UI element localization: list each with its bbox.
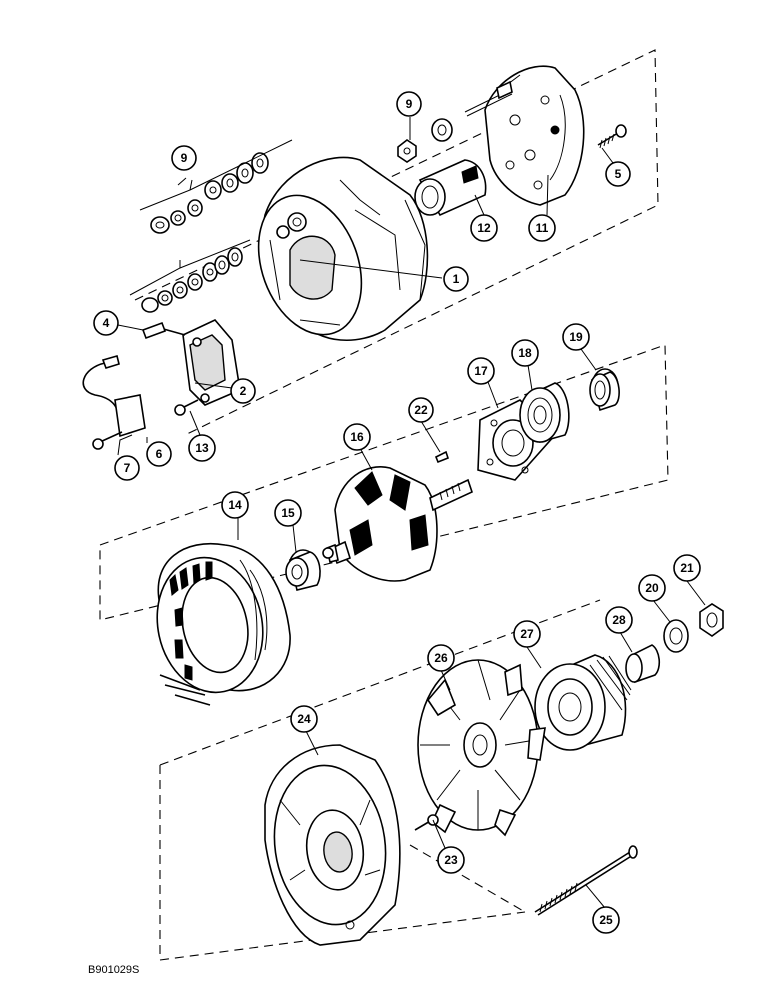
svg-text:6: 6 bbox=[156, 447, 163, 461]
callout-18: 18 bbox=[511, 339, 539, 367]
svg-text:4: 4 bbox=[103, 316, 110, 330]
callout-9-left: 9 bbox=[171, 145, 197, 171]
svg-text:24: 24 bbox=[297, 712, 311, 726]
bushing bbox=[414, 159, 487, 217]
callout-11: 11 bbox=[528, 214, 556, 242]
svg-text:22: 22 bbox=[414, 403, 428, 417]
svg-text:19: 19 bbox=[569, 330, 583, 344]
svg-text:11: 11 bbox=[536, 221, 549, 235]
svg-text:14: 14 bbox=[228, 498, 242, 512]
alternator-housing bbox=[257, 156, 429, 342]
callout-22: 22 bbox=[408, 397, 434, 423]
svg-text:16: 16 bbox=[350, 430, 364, 444]
callout-5: 5 bbox=[605, 161, 631, 187]
callout-25: 25 bbox=[592, 906, 620, 934]
nut-and-spacer bbox=[397, 118, 453, 163]
hex-nut-21 bbox=[699, 603, 724, 637]
key-22 bbox=[434, 450, 449, 464]
callout-23: 23 bbox=[437, 846, 465, 874]
svg-text:17: 17 bbox=[474, 364, 488, 378]
callout-12: 12 bbox=[470, 214, 498, 242]
rotor bbox=[322, 466, 473, 582]
svg-text:20: 20 bbox=[645, 581, 659, 595]
screw-13 bbox=[174, 399, 199, 416]
voltage-regulator bbox=[141, 319, 241, 406]
wire-terminal bbox=[82, 355, 146, 438]
callout-2: 2 bbox=[230, 378, 256, 404]
through-bolt bbox=[534, 845, 638, 916]
svg-text:1: 1 bbox=[453, 272, 460, 286]
svg-text:23: 23 bbox=[444, 853, 458, 867]
callout-21: 21 bbox=[673, 554, 701, 582]
callout-16: 16 bbox=[343, 423, 371, 451]
svg-text:12: 12 bbox=[477, 221, 491, 235]
callout-19: 19 bbox=[562, 323, 590, 351]
svg-text:21: 21 bbox=[680, 561, 694, 575]
svg-text:18: 18 bbox=[518, 346, 532, 360]
callout-14: 14 bbox=[221, 491, 249, 519]
callout-4: 4 bbox=[93, 310, 119, 336]
svg-text:27: 27 bbox=[520, 627, 534, 641]
drive-end-housing bbox=[264, 744, 401, 946]
callout-20: 20 bbox=[638, 574, 666, 602]
callout-28: 28 bbox=[605, 606, 633, 634]
pulley bbox=[534, 654, 632, 751]
rectifier-plate bbox=[464, 65, 585, 206]
leader-lines bbox=[117, 117, 706, 909]
svg-text:5: 5 bbox=[615, 167, 622, 181]
callout-17: 17 bbox=[467, 357, 495, 385]
svg-text:9: 9 bbox=[181, 151, 188, 165]
washer-stack-lower bbox=[129, 239, 251, 313]
callout-26: 26 bbox=[427, 644, 455, 672]
lock-washer-20 bbox=[663, 619, 689, 653]
svg-text:2: 2 bbox=[240, 384, 247, 398]
bearing-18 bbox=[519, 382, 570, 444]
callout-13: 13 bbox=[188, 434, 216, 462]
svg-text:15: 15 bbox=[281, 506, 295, 520]
callout-7: 7 bbox=[114, 455, 140, 481]
svg-text:9: 9 bbox=[406, 97, 413, 111]
washer-stack-upper bbox=[139, 139, 293, 234]
callout-15: 15 bbox=[274, 499, 302, 527]
bearing-15 bbox=[285, 549, 321, 591]
svg-text:25: 25 bbox=[599, 913, 613, 927]
svg-text:28: 28 bbox=[612, 613, 626, 627]
seal-19 bbox=[589, 368, 620, 412]
stator bbox=[156, 543, 291, 706]
cooling-fan bbox=[417, 659, 546, 837]
svg-text:7: 7 bbox=[124, 461, 131, 475]
svg-text:26: 26 bbox=[434, 651, 448, 665]
spacer-28 bbox=[625, 644, 661, 684]
screw-7 bbox=[92, 431, 123, 450]
callout-6: 6 bbox=[146, 441, 172, 467]
callout-24: 24 bbox=[290, 705, 318, 733]
screw-5 bbox=[597, 124, 627, 149]
callout-9-right: 9 bbox=[396, 91, 422, 117]
callout-1: 1 bbox=[443, 266, 469, 292]
svg-text:13: 13 bbox=[195, 441, 209, 455]
callout-27: 27 bbox=[513, 620, 541, 648]
figure-code: B901029S bbox=[88, 964, 139, 976]
